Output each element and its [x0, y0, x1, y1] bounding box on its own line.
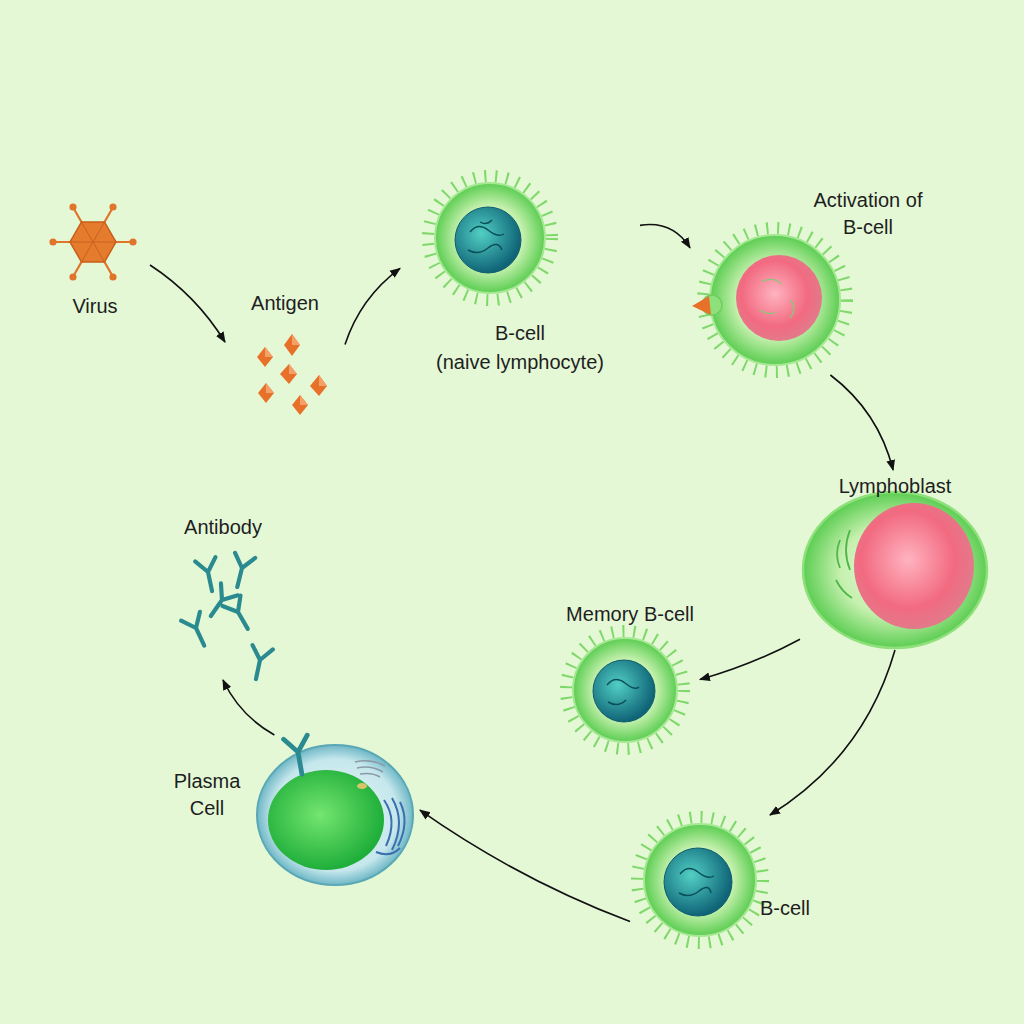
cell-nucleus [664, 848, 732, 916]
cell-body [644, 824, 756, 936]
antibody-symbol [195, 557, 222, 593]
virus-spike-tip [129, 238, 136, 245]
virus-spike-tip [49, 238, 56, 245]
memory-b-cell [566, 631, 684, 749]
virus-spike-tips [49, 203, 136, 280]
antigen-fragments [257, 334, 327, 415]
antibody-symbol [246, 645, 273, 681]
cell-node: B-cell(naive lymphocyte) [400, 170, 640, 375]
cell-body [710, 235, 840, 365]
antigen-highlight [266, 383, 274, 393]
golgi [355, 761, 385, 777]
antibody-symbol [202, 583, 238, 622]
cell-nucleus [268, 770, 384, 870]
b-cell [637, 817, 763, 943]
antigen-fragment [257, 347, 273, 367]
cell-node: Virus [40, 195, 150, 320]
cell-node: Memory B-cell [560, 600, 700, 750]
antigen-fragment [284, 334, 300, 356]
antigen-fragment [280, 364, 297, 384]
antibody-symbol [181, 612, 214, 650]
antigen-fragment [258, 383, 274, 403]
chromatin [607, 679, 639, 704]
cell-cilia [428, 176, 552, 300]
cell-label: Antibody [168, 514, 278, 541]
cell-cilia [566, 631, 684, 749]
arrow-connector [150, 265, 225, 342]
cell-nucleus [736, 255, 822, 341]
antigen-highlight [300, 395, 308, 405]
cell-label: B-cell [760, 895, 830, 922]
organelles [836, 530, 852, 598]
antigen-highlight [289, 364, 297, 374]
antibody-symbol [222, 596, 256, 635]
cell-label: Plasma Cell [165, 768, 249, 822]
virus-spike-tip [109, 273, 116, 280]
chromatin [679, 868, 714, 895]
arrow-connector [830, 375, 893, 470]
virus-capsid [70, 222, 116, 262]
antigen-fragment [310, 375, 327, 396]
cell-cilia [637, 817, 763, 943]
cell-node: Antibody [168, 510, 278, 680]
cell-body [435, 183, 545, 293]
bound-antigen [692, 296, 711, 315]
vesicle [357, 783, 367, 789]
antigen-highlight [265, 347, 273, 357]
antigen-highlight [292, 334, 300, 345]
plasma-cell [257, 735, 413, 885]
cell-node: Plasma Cell [160, 735, 420, 895]
virus-spike-tip [69, 203, 76, 210]
virus-spikes [55, 209, 131, 275]
cell-nucleus [854, 503, 974, 629]
chromatin [760, 279, 794, 318]
cell-label: Activation of B-cell [812, 187, 924, 241]
arrow-connector [640, 225, 690, 248]
antibody-cluster [181, 553, 273, 681]
endoplasmic-reticulum [376, 798, 405, 854]
cell-body [803, 492, 987, 648]
antigen-highlight [319, 375, 327, 386]
cell-body [257, 745, 413, 885]
activated-b-cell [692, 228, 847, 372]
cell-label: B-cell [400, 320, 640, 347]
cell-node: Lymphoblast [800, 470, 990, 650]
cell-label: Memory B-cell [560, 601, 700, 628]
virus-spike-tip [109, 203, 116, 210]
cell-label: Virus [40, 293, 150, 320]
cell-label: Lymphoblast [800, 473, 990, 500]
lymphoblast-cell [803, 492, 987, 648]
antigen-fragment [292, 395, 308, 415]
virus-facets [70, 222, 116, 262]
arrow-connector [223, 680, 274, 735]
surface-antibody [284, 735, 314, 776]
cell-nucleus [593, 660, 655, 722]
arrow-connector [700, 639, 800, 679]
naive-b-cell [428, 176, 552, 300]
cell-body [573, 638, 677, 742]
cell-node: Activation of B-cell [690, 185, 950, 375]
cell-node: Antigen [225, 290, 345, 420]
arrow-connector [345, 268, 400, 344]
cell-label: (naive lymphocyte) [400, 349, 640, 376]
antibody-symbol [227, 553, 255, 590]
chromatin [468, 220, 504, 253]
cell-node: B-cell [630, 815, 830, 945]
virus-illustration [49, 203, 136, 280]
antigen-highlights [265, 334, 327, 405]
arrow-connector [420, 810, 630, 921]
cell-label: Antigen [225, 290, 345, 317]
cell-cilia [703, 228, 847, 372]
cell-nucleus [455, 207, 521, 273]
virus-spike-tip [69, 273, 76, 280]
arrow-connector [770, 650, 895, 815]
